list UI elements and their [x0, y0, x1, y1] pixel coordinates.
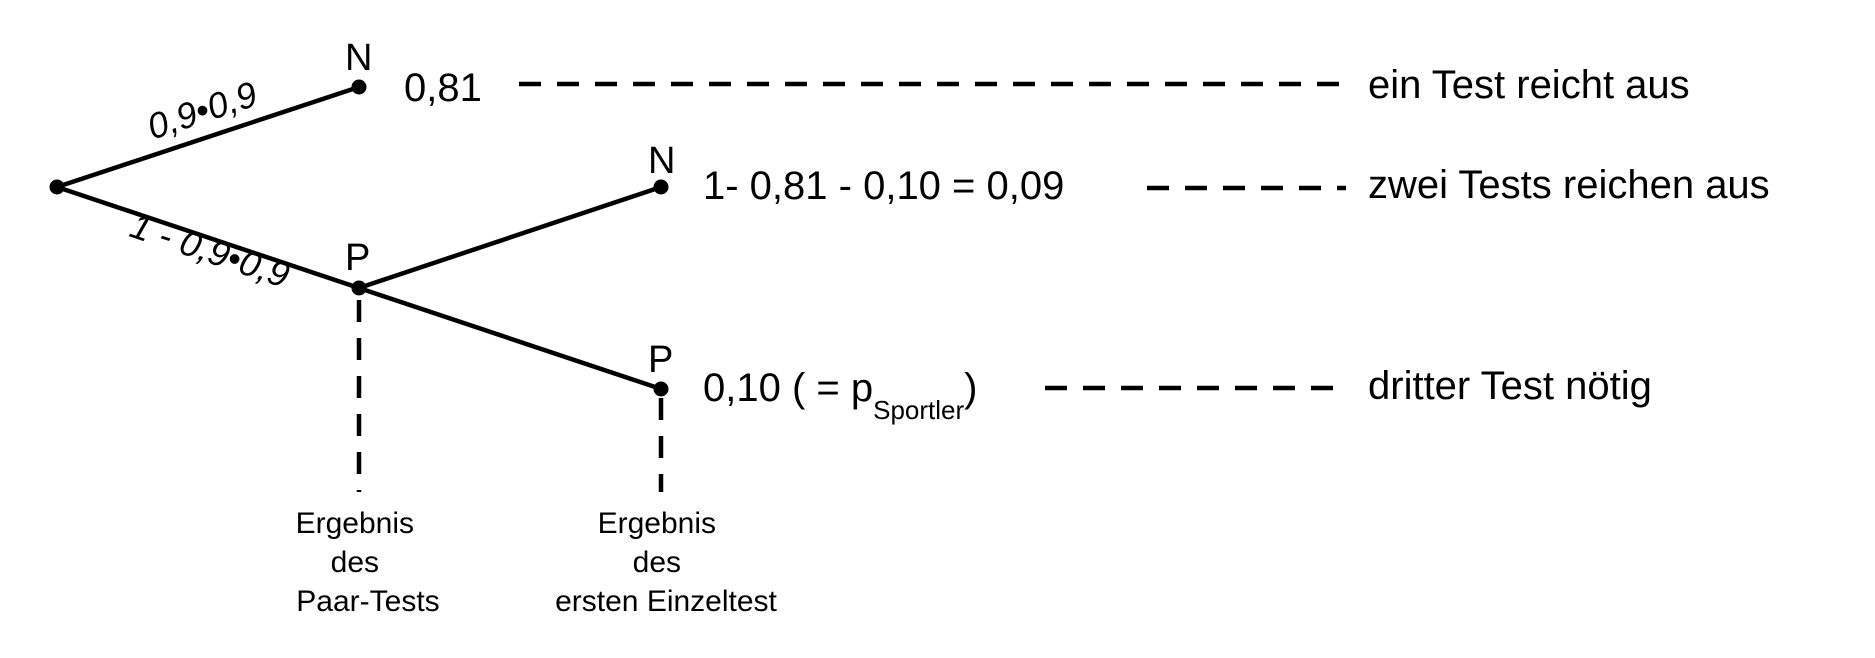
value-n2: 1- 0,81 - 0,10 = 0,09: [703, 164, 1064, 208]
branch-root-n1: [54, 84, 362, 190]
branch-p1-n2: [356, 184, 664, 291]
node-p2-label: P: [648, 339, 673, 381]
level1-caption: Ergebnis des Paar-Tests: [296, 507, 440, 618]
level2-caption: Ergebnis des ersten Einzeltest: [555, 507, 777, 618]
edge-label-root-p1: 1 - 0,9•0,9: [125, 205, 294, 296]
level2-caption-line1: Ergebnis: [598, 507, 716, 540]
level2-caption-line2: des: [633, 546, 681, 579]
node-n2-label: N: [648, 140, 675, 182]
node-p1-label: P: [345, 237, 370, 279]
level1-caption-line1: Ergebnis: [296, 507, 414, 540]
root-node: [49, 179, 65, 195]
node-n1-dot: [351, 79, 367, 95]
level1-caption-line3: Paar-Tests: [296, 585, 439, 618]
value-p2: 0,10 ( = pSportler): [703, 366, 978, 425]
node-n1-label: N: [345, 37, 372, 79]
node-p1-dot: [351, 280, 367, 296]
outcome-n2: zwei Tests reichen aus: [1368, 163, 1770, 207]
outcome-p2: dritter Test nötig: [1368, 364, 1652, 408]
node-p2-dot: [653, 381, 669, 397]
value-p2-subscript: Sportler: [873, 395, 964, 425]
level2-caption-line3: ersten Einzeltest: [555, 585, 777, 618]
node-n2-dot: [653, 179, 669, 195]
value-p2-prefix: 0,10 ( = p: [703, 366, 873, 410]
edge-label-root-n1: 0,9•0,9: [142, 73, 262, 147]
value-p2-suffix: ): [964, 366, 977, 410]
branch-p1-p2: [356, 285, 664, 392]
level1-caption-line2: des: [331, 546, 379, 579]
outcome-n1: ein Test reicht aus: [1368, 63, 1690, 107]
branch-root-p1: [54, 184, 362, 291]
value-n1: 0,81: [404, 66, 482, 110]
